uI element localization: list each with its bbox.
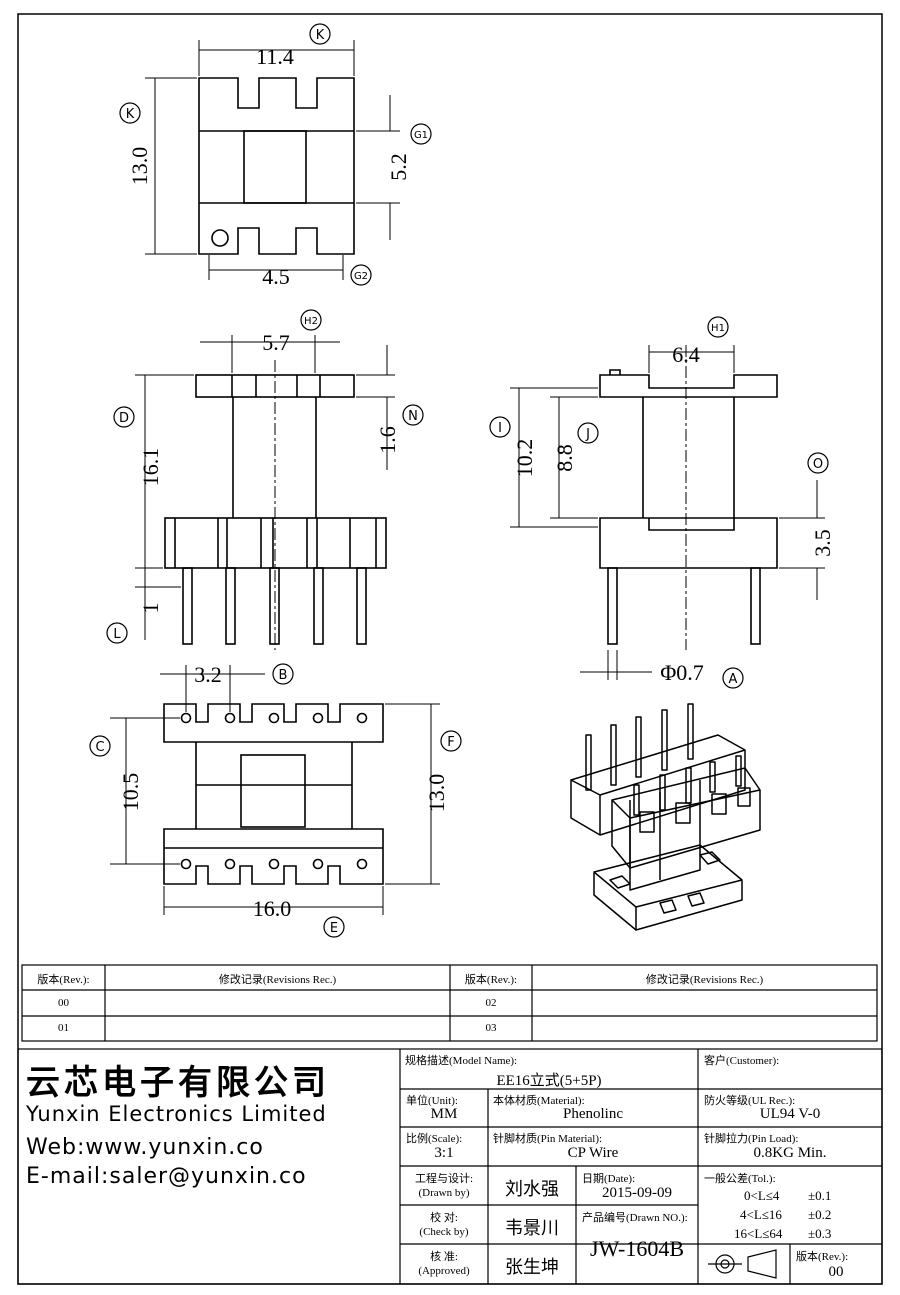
ul-value: UL94 V-0 xyxy=(759,1106,821,1122)
scale-value: 3:1 xyxy=(434,1145,454,1161)
dim-e: 16.0 xyxy=(253,896,292,921)
drawn-value: 刘水强 xyxy=(505,1179,559,1199)
drawno-label: 产品编号(Drawn NO.): xyxy=(582,1212,688,1224)
dim-b: 3.2 xyxy=(194,662,222,687)
drawno-value: JW-1604B xyxy=(589,1236,685,1261)
title-block-grid xyxy=(17,1048,883,1285)
approve-label: 核 准: xyxy=(430,1251,458,1263)
dim-h1: 6.4 xyxy=(672,342,700,367)
marker-b: B xyxy=(279,668,288,683)
date-value: 2015-09-09 xyxy=(602,1185,672,1201)
material-value: Phenolinc xyxy=(563,1106,623,1122)
drawn-label: 工程与设计: xyxy=(414,1173,474,1185)
dim-f: 13.0 xyxy=(424,774,449,813)
ul-label: 防火等级(UL Rec.): xyxy=(704,1095,796,1107)
check-label: 校 对: xyxy=(430,1212,458,1224)
side-view xyxy=(599,369,778,645)
marker-g2: G2 xyxy=(354,271,368,282)
bottom-view xyxy=(163,703,384,885)
pin-label: 针脚材质(Pin Material): xyxy=(493,1133,603,1145)
tol-range-3: 16<L≤64 xyxy=(734,1226,783,1241)
drawn-sub: (Drawn by) xyxy=(418,1187,470,1199)
marker-i: I xyxy=(498,421,502,436)
model-label: 规格描述(Model Name): xyxy=(405,1055,518,1067)
company-name-en: Yunxin Electronics Limited xyxy=(26,1102,327,1126)
tol-value-2: ±0.2 xyxy=(808,1207,832,1222)
dim-k-width: 11.4 xyxy=(256,44,294,69)
isometric-view xyxy=(570,703,761,931)
dim-j: 8.8 xyxy=(552,444,577,472)
dim-k-height: 13.0 xyxy=(127,147,152,186)
approve-value: 张生坤 xyxy=(505,1257,559,1277)
dim-a: Φ0.7 xyxy=(660,660,704,685)
dim-l: 1 xyxy=(138,603,163,614)
unit-value: MM xyxy=(430,1106,458,1122)
check-sub: (Check by) xyxy=(419,1226,469,1238)
marker-l: L xyxy=(113,627,121,642)
approve-sub: (Approved) xyxy=(418,1265,470,1277)
check-value: 韦景川 xyxy=(505,1218,559,1238)
tol-value-1: ±0.1 xyxy=(808,1188,832,1203)
rec-header-left: 修改记录(Revisions Rec.) xyxy=(218,974,337,986)
rec-header-right: 修改记录(Revisions Rec.) xyxy=(645,974,764,986)
dim-d: 16.1 xyxy=(138,448,163,487)
load-value: 0.8KG Min. xyxy=(753,1145,827,1161)
rev-row-00: 00 xyxy=(58,997,69,1009)
dim-h2: 5.7 xyxy=(262,330,290,355)
dim-g2: 4.5 xyxy=(262,264,290,289)
dim-g1: 5.2 xyxy=(386,153,411,181)
rev-header-left: 版本(Rev.): xyxy=(37,974,90,986)
rev-row-03: 03 xyxy=(485,1022,497,1034)
scale-label: 比例(Scale): xyxy=(406,1133,463,1145)
dim-o: 3.5 xyxy=(810,529,835,557)
tol-range-1: 0<L≤4 xyxy=(744,1188,780,1203)
company-email: E-mail:saler@yunxin.co xyxy=(26,1164,307,1189)
top-view xyxy=(198,77,355,255)
marker-k-side: K xyxy=(126,107,135,122)
dim-c: 10.5 xyxy=(118,773,143,812)
marker-c: C xyxy=(95,740,104,755)
marker-f: F xyxy=(447,735,454,750)
customer-label: 客户(Customer): xyxy=(704,1055,780,1067)
unit-label: 单位(Unit): xyxy=(406,1095,458,1107)
company-name-cn: 云芯电子有限公司 xyxy=(26,1063,330,1103)
marker-h2: H2 xyxy=(304,316,318,327)
marker-e: E xyxy=(330,921,338,936)
front-view-dimensions xyxy=(135,335,395,640)
bottom-view-dimensions xyxy=(110,665,440,915)
marker-k-top: K xyxy=(316,28,325,43)
company-web: Web:www.yunxin.co xyxy=(26,1135,264,1160)
model-value: EE16立式(5+5P) xyxy=(496,1073,602,1089)
tol-value-3: ±0.3 xyxy=(808,1226,832,1241)
revision-table xyxy=(21,964,878,1042)
rev-label: 版本(Rev.): xyxy=(796,1251,849,1263)
tol-label: 一般公差(Tol.): xyxy=(704,1173,776,1185)
side-view-dimensions xyxy=(510,345,825,680)
marker-d: D xyxy=(119,411,129,426)
rev-row-01: 01 xyxy=(58,1022,69,1034)
marker-j: J xyxy=(585,427,590,442)
marker-a: A xyxy=(729,672,738,687)
marker-n: N xyxy=(408,409,418,424)
marker-h1: H1 xyxy=(711,323,725,334)
top-view-dimensions xyxy=(145,40,400,280)
rev-value: 00 xyxy=(828,1264,844,1280)
rev-row-02: 02 xyxy=(485,997,497,1009)
material-label: 本体材质(Material): xyxy=(493,1095,585,1107)
rev-header-right: 版本(Rev.): xyxy=(464,974,518,986)
dim-i: 10.2 xyxy=(512,439,537,478)
marker-g1: G1 xyxy=(414,130,428,141)
load-label: 针脚拉力(Pin Load): xyxy=(704,1133,799,1145)
pin-value: CP Wire xyxy=(567,1145,619,1161)
marker-o: O xyxy=(813,457,823,472)
date-label: 日期(Date): xyxy=(582,1173,636,1185)
tol-range-2: 4<L≤16 xyxy=(740,1207,782,1222)
dim-n: 1.6 xyxy=(375,426,400,454)
projection-symbol-icon xyxy=(708,1249,777,1279)
